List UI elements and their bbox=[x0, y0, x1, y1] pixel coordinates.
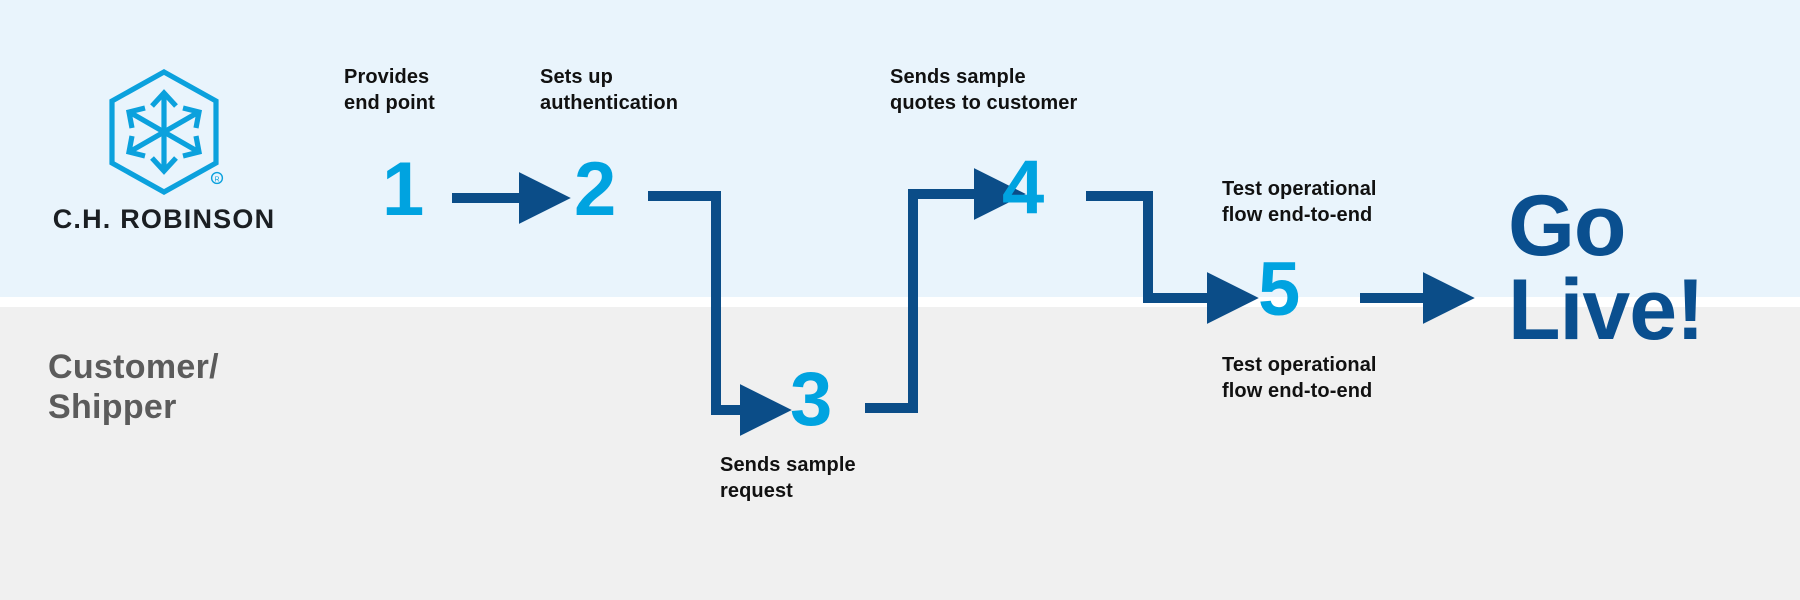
caption-step-4-above: Sends sample quotes to customer bbox=[890, 66, 1078, 114]
step-number-4: 4 bbox=[1002, 145, 1044, 230]
svg-text:R: R bbox=[214, 176, 219, 183]
hexagon-arrows-logo-icon: R bbox=[109, 69, 224, 195]
brand-wordmark: C.H. ROBINSON bbox=[52, 204, 276, 234]
brand-logo-block: R C.H. ROBINSON bbox=[44, 68, 284, 235]
step-number-2: 2 bbox=[574, 147, 616, 232]
caption-step-5-above: Test operational flow end-to-end bbox=[1222, 178, 1377, 226]
step-number-1: 1 bbox=[382, 147, 424, 232]
registered-mark-icon: R bbox=[210, 171, 224, 185]
caption-step-5-below: Test operational flow end-to-end bbox=[1222, 354, 1377, 402]
connector-4-to-5 bbox=[1086, 191, 1259, 324]
step-number-3: 3 bbox=[790, 357, 832, 442]
connector-2-to-3 bbox=[648, 191, 792, 436]
lane-label-customer-shipper: Customer/ Shipper bbox=[48, 348, 219, 426]
caption-step-1-above: Provides end point bbox=[344, 66, 435, 114]
connector-3-to-4 bbox=[865, 168, 1026, 413]
step-number-5: 5 bbox=[1258, 247, 1300, 332]
caption-step-2-above: Sets up authentication bbox=[540, 66, 679, 114]
lane-band-top bbox=[0, 0, 1800, 297]
go-live-label: Go Live! bbox=[1508, 178, 1705, 359]
caption-step-3-below: Sends sample request bbox=[720, 454, 856, 502]
lane-band-bottom bbox=[0, 307, 1800, 600]
